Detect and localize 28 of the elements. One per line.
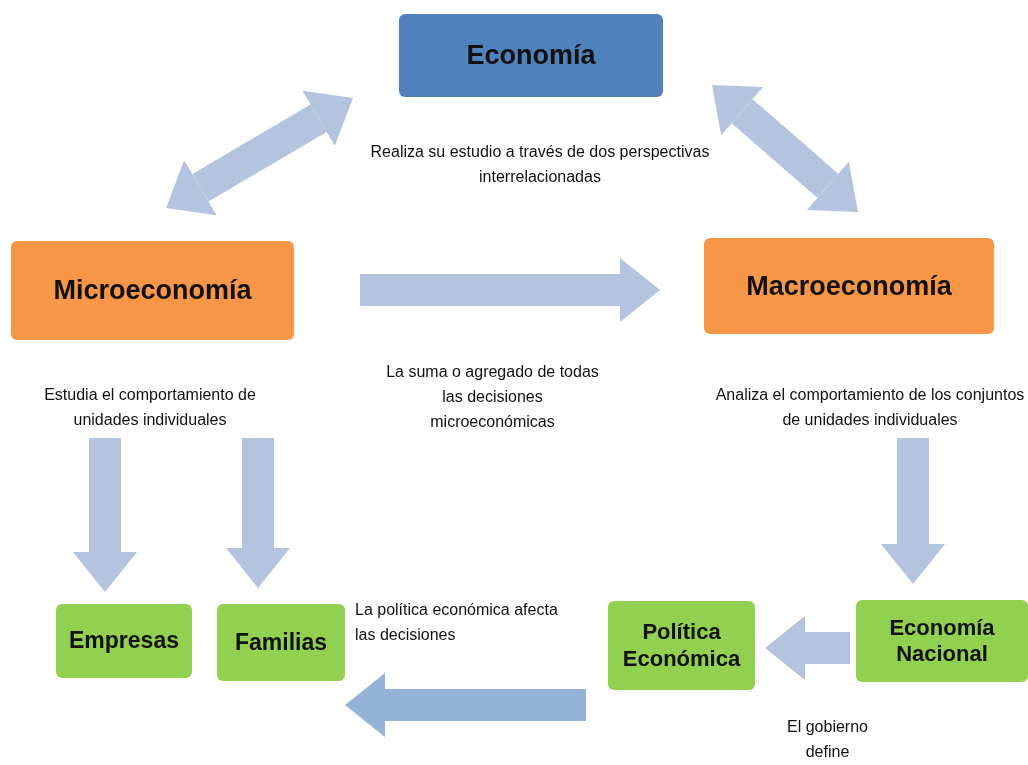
description-text: Analiza el comportamiento de los conjuntos de unidades individuales <box>712 382 1028 434</box>
block-arrow <box>765 616 850 680</box>
block-arrow <box>73 438 137 592</box>
node-title: Política Económica <box>621 619 742 672</box>
concept-box <box>704 238 994 334</box>
edge-label: La política económica afecta las decisiones <box>355 600 559 645</box>
concept-box <box>11 241 294 340</box>
block-arrow <box>226 438 290 588</box>
description-text: Estudia el comportamiento de unidades individuales <box>20 382 280 434</box>
block-arrow <box>166 90 353 216</box>
concept-box <box>56 604 192 678</box>
node-title: Familias <box>234 628 327 657</box>
node-title: Microeconomía <box>53 274 252 307</box>
block-arrow <box>360 258 660 322</box>
description-text: Realiza su estudio a través de dos perspectivas interrelacionadas <box>369 142 711 187</box>
concept-box <box>399 14 663 97</box>
concept-box <box>856 600 1028 682</box>
node-title: Economía <box>466 39 596 72</box>
block-arrow <box>345 673 586 737</box>
concept-box <box>608 601 755 690</box>
block-arrow <box>881 438 945 584</box>
edge-label: El gobierno define <box>786 717 869 762</box>
concept-box <box>217 604 345 681</box>
block-arrow <box>712 85 858 212</box>
node-title: Macroeconomía <box>746 269 952 303</box>
node-title: Economía Nacional <box>888 614 996 668</box>
node-title: Empresas <box>69 627 179 655</box>
edge-label: La suma o agregado de todas las decisiones microeconómicas <box>385 362 600 432</box>
